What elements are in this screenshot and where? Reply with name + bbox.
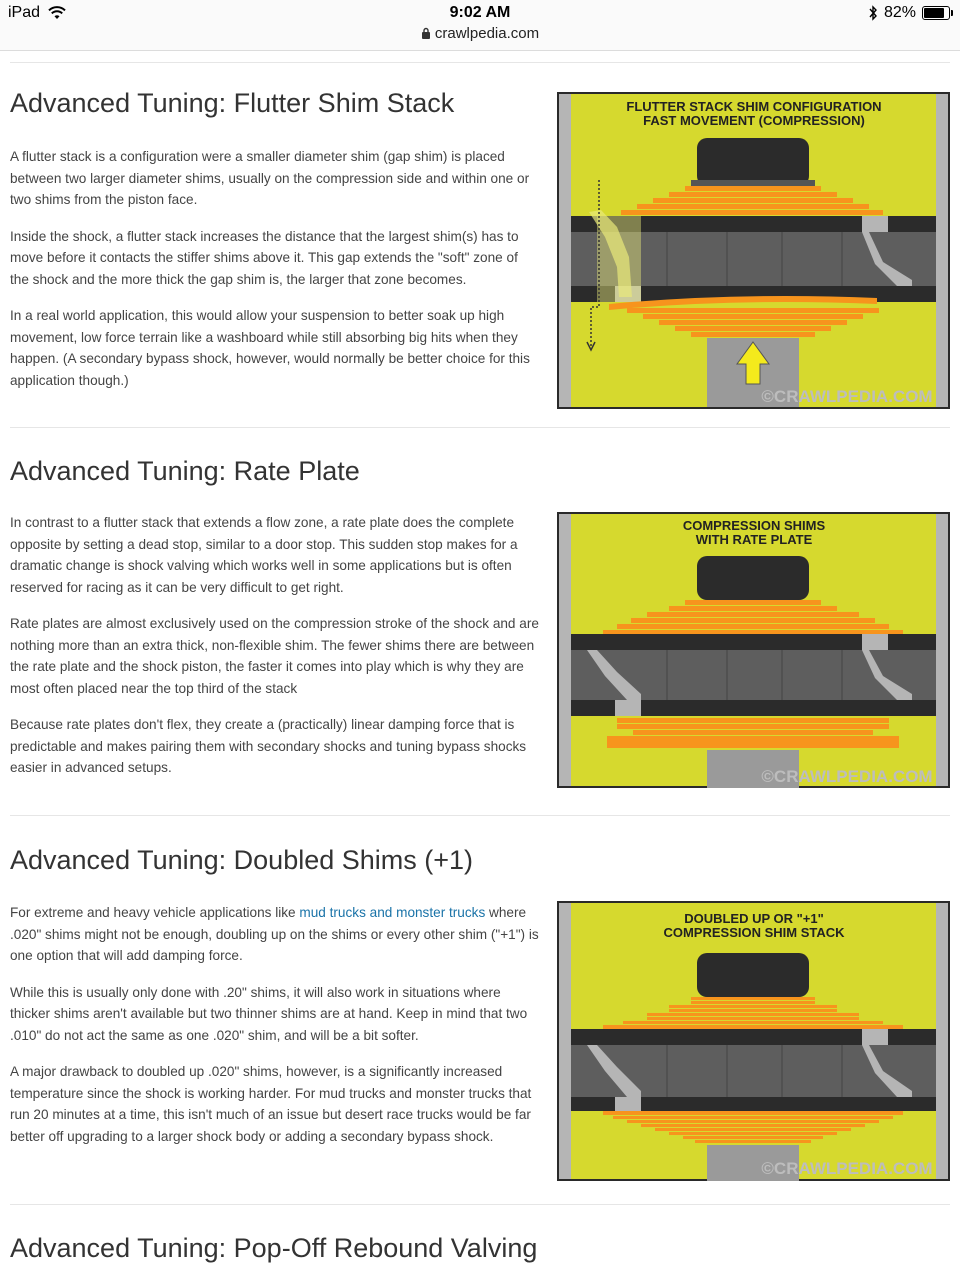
mud-trucks-link[interactable]: mud trucks and monster trucks: [299, 905, 486, 920]
diagram-flutter-stack: FLUTTER STACK SHIM CONFIGURATION FAST MO…: [557, 92, 950, 409]
status-right: 82%: [868, 4, 953, 22]
watermark: ©CRAWLPEDIA.COM: [761, 1159, 932, 1178]
watermark: ©CRAWLPEDIA.COM: [761, 767, 932, 786]
section-title: Advanced Tuning: Pop-Off Rebound Valving: [10, 1233, 538, 1263]
battery-percent: 82%: [883, 4, 916, 21]
top-divider: [10, 62, 950, 63]
diagram-title-line2: FAST MOVEMENT (COMPRESSION): [643, 113, 865, 128]
device-name: iPad: [8, 4, 41, 21]
section-body: In contrast to a flutter stack that exte…: [10, 512, 540, 794]
lock-icon: [421, 27, 430, 39]
paragraph: Inside the shock, a flutter stack increa…: [10, 228, 519, 287]
section-body: A flutter stack is a configuration were …: [10, 146, 540, 406]
wifi-icon: [48, 6, 66, 19]
address-bar[interactable]: crawlpedia.com: [0, 25, 960, 42]
diagram-rate-plate: COMPRESSION SHIMS WITH RATE PLATE: [557, 512, 950, 788]
paragraph: A major drawback to doubled up .020" shi…: [10, 1064, 532, 1144]
battery-icon: [922, 6, 953, 20]
watermark: ©CRAWLPEDIA.COM: [761, 387, 932, 406]
status-bar: iPad 9:02 AM crawlpedia.com 82%: [0, 0, 960, 51]
diagram-title-line2: WITH RATE PLATE: [696, 532, 813, 547]
clock: 9:02 AM: [449, 4, 511, 21]
section-title: Advanced Tuning: Rate Plate: [10, 456, 360, 486]
diagram-doubled-shims: DOUBLED UP OR "+1" COMPRESSION SHIM STAC…: [557, 901, 950, 1181]
paragraph-text: For extreme and heavy vehicle applicatio…: [10, 905, 300, 920]
paragraph: Rate plates are almost exclusively used …: [10, 616, 539, 696]
section-divider: [10, 815, 950, 816]
section-body: For extreme and heavy vehicle applicatio…: [10, 902, 540, 1162]
diagram-title-line1: DOUBLED UP OR "+1": [684, 911, 824, 926]
paragraph: Because rate plates don't flex, they cre…: [10, 717, 527, 775]
paragraph: While this is usually only done with .20…: [10, 984, 528, 1043]
paragraph: In contrast to a flutter stack that exte…: [10, 515, 518, 595]
diagram-title-line2: COMPRESSION SHIM STACK: [663, 925, 845, 940]
paragraph: In a real world application, this would …: [10, 308, 530, 388]
section-title: Advanced Tuning: Flutter Shim Stack: [10, 88, 455, 118]
diagram-title-line1: COMPRESSION SHIMS: [683, 518, 826, 533]
status-left: iPad: [8, 4, 66, 22]
paragraph-text: where .020" shims might not be enough, d…: [10, 905, 539, 963]
paragraph: For extreme and heavy vehicle applicatio…: [10, 902, 540, 967]
section-divider: [10, 427, 950, 428]
diagram-title-line1: FLUTTER STACK SHIM CONFIGURATION: [626, 99, 881, 114]
section-title: Advanced Tuning: Doubled Shims (+1): [10, 845, 474, 875]
section-divider: [10, 1204, 950, 1205]
bluetooth-icon: [869, 5, 877, 21]
url-text[interactable]: crawlpedia.com: [434, 25, 540, 42]
paragraph: A flutter stack is a configuration were …: [10, 149, 530, 207]
